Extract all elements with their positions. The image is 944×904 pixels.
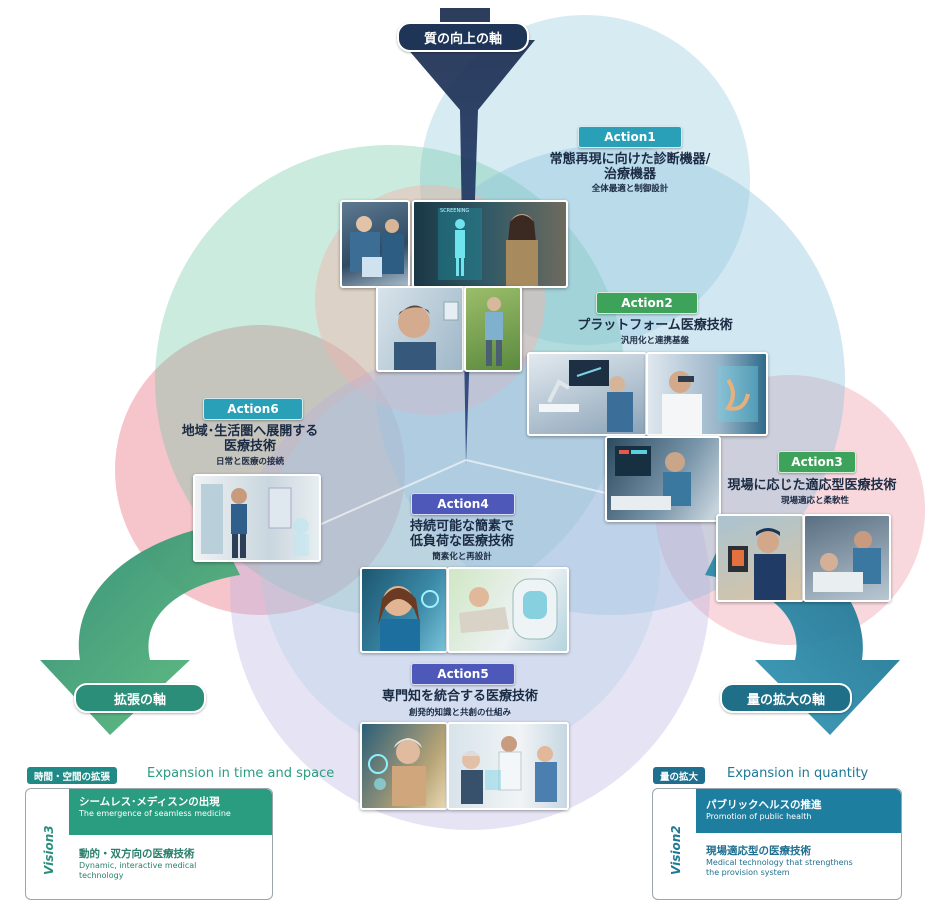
vision3-box: Vision3 シームレス･メディスンの出現 The emergence of … — [25, 788, 273, 900]
vision2-box: Vision2 パブリックヘルスの推進 Promotion of public … — [652, 788, 902, 900]
action1-photo-surgeons — [340, 200, 410, 288]
action2-photo-patient-monitor — [605, 436, 721, 522]
action3-subtitle: 現場適応と柔軟性 — [780, 496, 849, 506]
vision2-item-1: パブリックヘルスの推進 Promotion of public health — [696, 789, 901, 833]
action3-photo-ambulance — [803, 514, 891, 602]
center-blue-circle — [260, 360, 660, 760]
action6-title: 地域･生活圏へ展開する 医療技術 — [181, 424, 319, 454]
action1-badge: Action1 — [578, 126, 682, 148]
action1-title: 常態再現に向けた診断機器/ 治療機器 — [549, 152, 711, 182]
action4-photo-smiling-woman — [360, 567, 448, 653]
vision3-tag: 時間・空間の拡張 — [27, 767, 118, 784]
left-axis-arrow — [40, 525, 240, 735]
vision2-item-1-en: Promotion of public health — [706, 812, 812, 821]
top-axis-label: 質の向上の軸 — [397, 22, 529, 52]
action5-subtitle: 創発的知識と共創の仕組み — [408, 708, 511, 718]
vision2-item-2-jp: 現場適応型の医療技術 — [706, 845, 811, 857]
action2-title: プラットフォーム医療技術 — [577, 318, 733, 333]
action5-title: 専門知を統合する医療技術 — [381, 689, 538, 704]
action3-badge: Action3 — [778, 451, 856, 473]
action4-title: 持続可能な簡素で 低負荷な医療技術 — [409, 519, 514, 549]
action1-photo-screening: SCREENING — [412, 200, 568, 288]
action2-photo-doctor-hologram — [646, 352, 768, 436]
action4-badge: Action4 — [411, 493, 515, 515]
action2-photo-robot-surgery — [527, 352, 647, 436]
vision2-item-1-jp: パブリックヘルスの推進 — [706, 799, 822, 811]
vision3-item-2-jp: 動的・双方向の医療技術 — [79, 848, 195, 860]
action1-photo-wearable — [376, 286, 464, 372]
right-axis-label: 量の拡大の軸 — [720, 683, 852, 713]
left-axis-label: 拡張の軸 — [74, 683, 206, 713]
vision3-label: Vision3 — [42, 825, 56, 875]
action6-photo-home-monitor — [193, 474, 321, 562]
action5-photo-team-consult — [447, 722, 569, 810]
screening-panel-text: SCREENING — [440, 208, 470, 214]
vision3-item-2-en: Dynamic, interactive medical technology — [79, 861, 197, 880]
action1-photo-walking — [464, 286, 522, 372]
action4-subtitle: 簡素化と再設計 — [432, 552, 492, 562]
action2-subtitle: 汎用化と連携基盤 — [620, 336, 689, 346]
vision3-item-1: シームレス･メディスンの出現 The emergence of seamless… — [69, 789, 272, 835]
vision2-tag: 量の拡大 — [653, 767, 706, 784]
action2-badge: Action2 — [596, 292, 698, 314]
action3-title: 現場に応じた適応型医療技術 — [727, 478, 897, 493]
action5-badge: Action5 — [411, 663, 515, 685]
vision3-item-1-en: The emergence of seamless medicine — [79, 809, 231, 818]
action5-photo-elderly-ar — [360, 722, 448, 810]
action3-photo-paramedic — [716, 514, 804, 602]
action4-photo-capsule-device — [447, 567, 569, 653]
vision3-item-1-jp: シームレス･メディスンの出現 — [79, 796, 220, 808]
action6-subtitle: 日常と医療の接続 — [215, 457, 284, 467]
vision2-label: Vision2 — [669, 825, 683, 875]
vision2-heading: Expansion in quantity — [727, 766, 869, 781]
vision3-heading: Expansion in time and space — [147, 766, 335, 781]
action6-badge: Action6 — [203, 398, 303, 420]
vision2-item-2-en: Medical technology that strengthens the … — [706, 858, 853, 877]
action1-subtitle: 全体最適と制御設計 — [591, 184, 669, 194]
